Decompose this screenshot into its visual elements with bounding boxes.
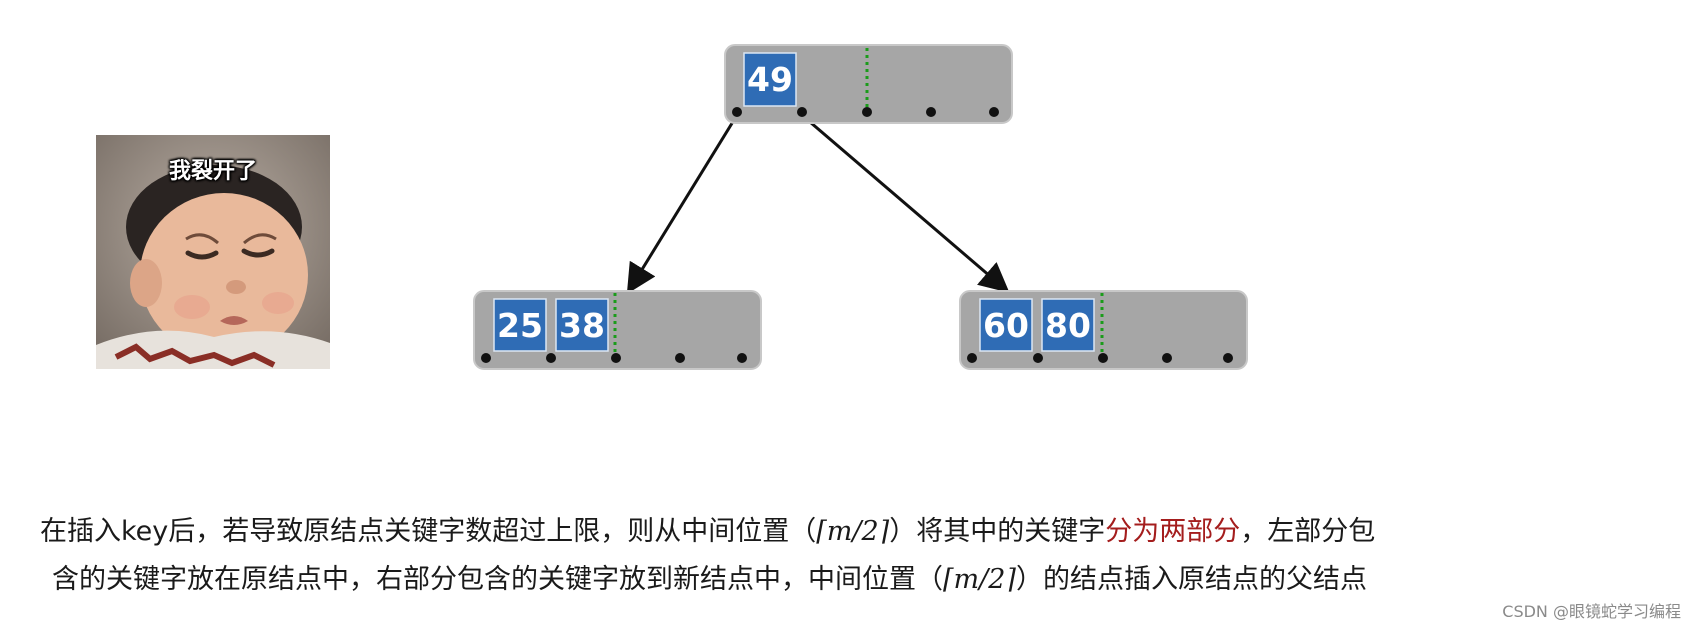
right-pointer-4 bbox=[1223, 353, 1233, 363]
right-key-2-label: 80 bbox=[1045, 306, 1091, 345]
caption-math-1: ⌈m/2⌉ bbox=[816, 516, 890, 547]
right-key-1: 60 bbox=[979, 298, 1033, 352]
meme-sticker: 我裂开了 bbox=[96, 135, 330, 369]
left-pointer-0 bbox=[481, 353, 491, 363]
edge-root-to-right bbox=[809, 120, 1010, 293]
caption-line-1: 在插入key后，若导致原结点关键字数超过上限，则从中间位置（⌈m/2⌉）将其中的… bbox=[40, 508, 1680, 556]
left-pointer-2 bbox=[611, 353, 621, 363]
root-pointer-1 bbox=[797, 107, 807, 117]
root-pointer-2 bbox=[862, 107, 872, 117]
root-key-1-label: 49 bbox=[747, 60, 793, 99]
right-child-node: 60 80 bbox=[959, 290, 1248, 370]
left-pointer-3 bbox=[675, 353, 685, 363]
left-pointer-4 bbox=[737, 353, 747, 363]
crying-baby-illustration bbox=[96, 135, 330, 369]
left-key-1-label: 25 bbox=[497, 306, 543, 345]
left-key-2-label: 38 bbox=[559, 306, 605, 345]
left-child-node: 25 38 bbox=[473, 290, 762, 370]
root-pointer-4 bbox=[989, 107, 999, 117]
caption-line-2-part-b: ）的结点插入原结点的父结点 bbox=[1015, 564, 1367, 595]
right-pointer-3 bbox=[1162, 353, 1172, 363]
caption-highlight: 分为两部分 bbox=[1105, 516, 1241, 547]
meme-caption: 我裂开了 bbox=[168, 159, 257, 184]
caption-line-1-part-c: ，左部分包 bbox=[1240, 516, 1376, 547]
caption-line-2: 含的关键字放在原结点中，右部分包含的关键字放到新结点中，中间位置（⌈m/2⌉）的… bbox=[40, 556, 1680, 604]
root-pointer-3 bbox=[926, 107, 936, 117]
right-pointer-0 bbox=[967, 353, 977, 363]
root-pointer-0 bbox=[732, 107, 742, 117]
left-key-1: 25 bbox=[493, 298, 547, 352]
root-node: 49 bbox=[724, 44, 1013, 124]
watermark: CSDN @眼镜蛇学习编程 bbox=[1502, 602, 1681, 621]
left-pointer-1 bbox=[546, 353, 556, 363]
edge-root-to-left bbox=[626, 119, 736, 295]
root-key-1: 49 bbox=[743, 52, 797, 107]
explanation-caption: 在插入key后，若导致原结点关键字数超过上限，则从中间位置（⌈m/2⌉）将其中的… bbox=[40, 508, 1680, 604]
right-key-1-label: 60 bbox=[983, 306, 1029, 345]
left-key-2: 38 bbox=[555, 298, 609, 352]
caption-line-1-part-a: 在插入key后，若导致原结点关键字数超过上限，则从中间位置（ bbox=[40, 516, 817, 547]
right-key-2: 80 bbox=[1041, 298, 1095, 352]
right-pointer-1 bbox=[1033, 353, 1043, 363]
caption-line-1-part-b: ）将其中的关键字 bbox=[889, 516, 1106, 547]
caption-line-2-part-a: 含的关键字放在原结点中，右部分包含的关键字放到新结点中，中间位置（ bbox=[52, 564, 943, 595]
caption-math-2: ⌈m/2⌉ bbox=[943, 564, 1016, 595]
right-pointer-2 bbox=[1098, 353, 1108, 363]
